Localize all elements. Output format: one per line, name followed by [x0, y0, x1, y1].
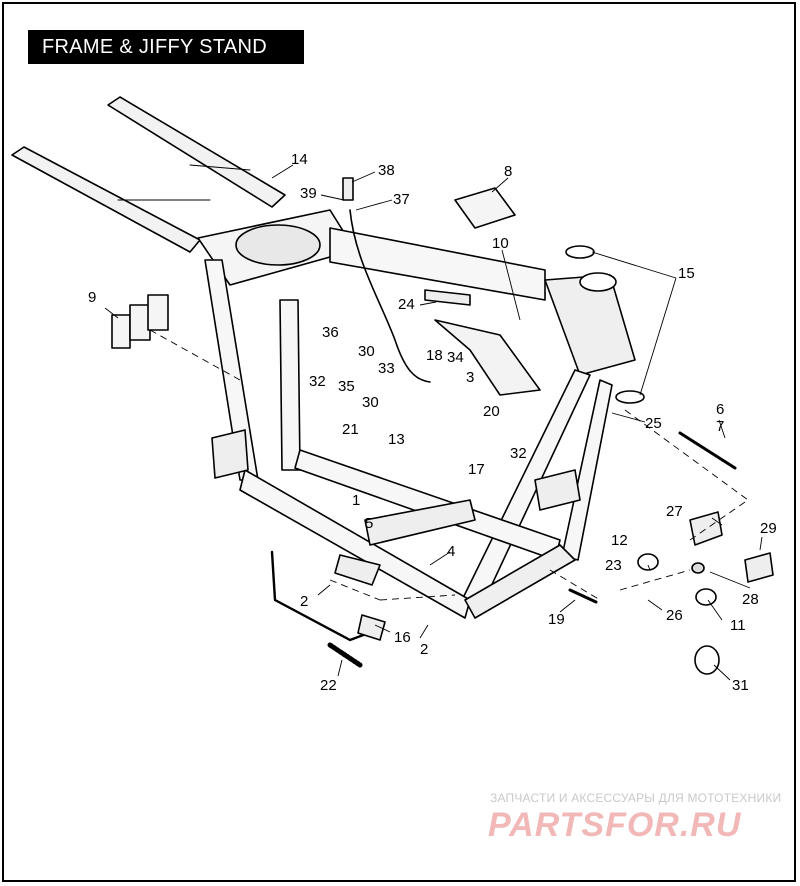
- callout-37: 37: [393, 191, 410, 208]
- callout-24: 24: [398, 296, 415, 313]
- callout-10: 10: [492, 235, 509, 252]
- callout-18: 18: [426, 347, 443, 364]
- callout-30b: 30: [362, 394, 379, 411]
- callout-31: 31: [732, 677, 749, 694]
- callout-29: 29: [760, 520, 777, 537]
- watermark-subtitle: ЗАПЧАСТИ И АКСЕССУАРЫ ДЛЯ МОТОТЕХНИКИ: [490, 791, 782, 805]
- callout-38: 38: [378, 162, 395, 179]
- callout-22: 22: [320, 677, 337, 694]
- callout-33: 33: [378, 360, 395, 377]
- callout-3: 3: [466, 369, 474, 386]
- callout-32: 32: [309, 373, 326, 390]
- callout-34: 34: [447, 349, 464, 366]
- callout-15: 15: [678, 265, 695, 282]
- leader-lines: [104, 164, 763, 681]
- callout-17: 17: [468, 461, 485, 478]
- callout-12: 12: [611, 532, 628, 549]
- assembly-lines: [149, 329, 749, 601]
- callout-5: 5: [365, 515, 373, 532]
- callout-6: 6: [716, 401, 724, 418]
- callout-25: 25: [645, 415, 662, 432]
- watermark-brand: PARTSFOR.RU: [488, 806, 742, 844]
- callout-13: 13: [388, 431, 405, 448]
- callout-35: 35: [338, 378, 355, 395]
- callout-8: 8: [504, 163, 512, 180]
- callout-labels: 14 38 39 37 8 10 15 9 24 36 30 18 34 33 …: [88, 151, 777, 694]
- callout-9: 9: [88, 289, 96, 306]
- callout-4: 4: [447, 543, 455, 560]
- callout-11: 11: [730, 617, 746, 634]
- callout-1: 1: [352, 492, 360, 509]
- callout-2: 2: [300, 593, 308, 610]
- frame-drawing: [11, 96, 774, 675]
- callout-27: 27: [666, 503, 683, 520]
- callout-2b: 2: [420, 641, 428, 658]
- callout-16: 16: [394, 629, 411, 646]
- callout-32b: 32: [510, 445, 527, 462]
- diagram-title: FRAME & JIFFY STAND: [28, 30, 304, 64]
- callout-14: 14: [291, 151, 308, 168]
- callout-21: 21: [342, 421, 359, 438]
- callout-7: 7: [716, 418, 724, 435]
- callout-23: 23: [605, 557, 622, 574]
- callout-36: 36: [322, 324, 339, 341]
- callout-26: 26: [666, 607, 683, 624]
- callout-39: 39: [300, 185, 317, 202]
- callout-20: 20: [483, 403, 500, 420]
- callout-30: 30: [358, 343, 375, 360]
- callout-19: 19: [548, 611, 565, 628]
- callout-28: 28: [742, 591, 759, 608]
